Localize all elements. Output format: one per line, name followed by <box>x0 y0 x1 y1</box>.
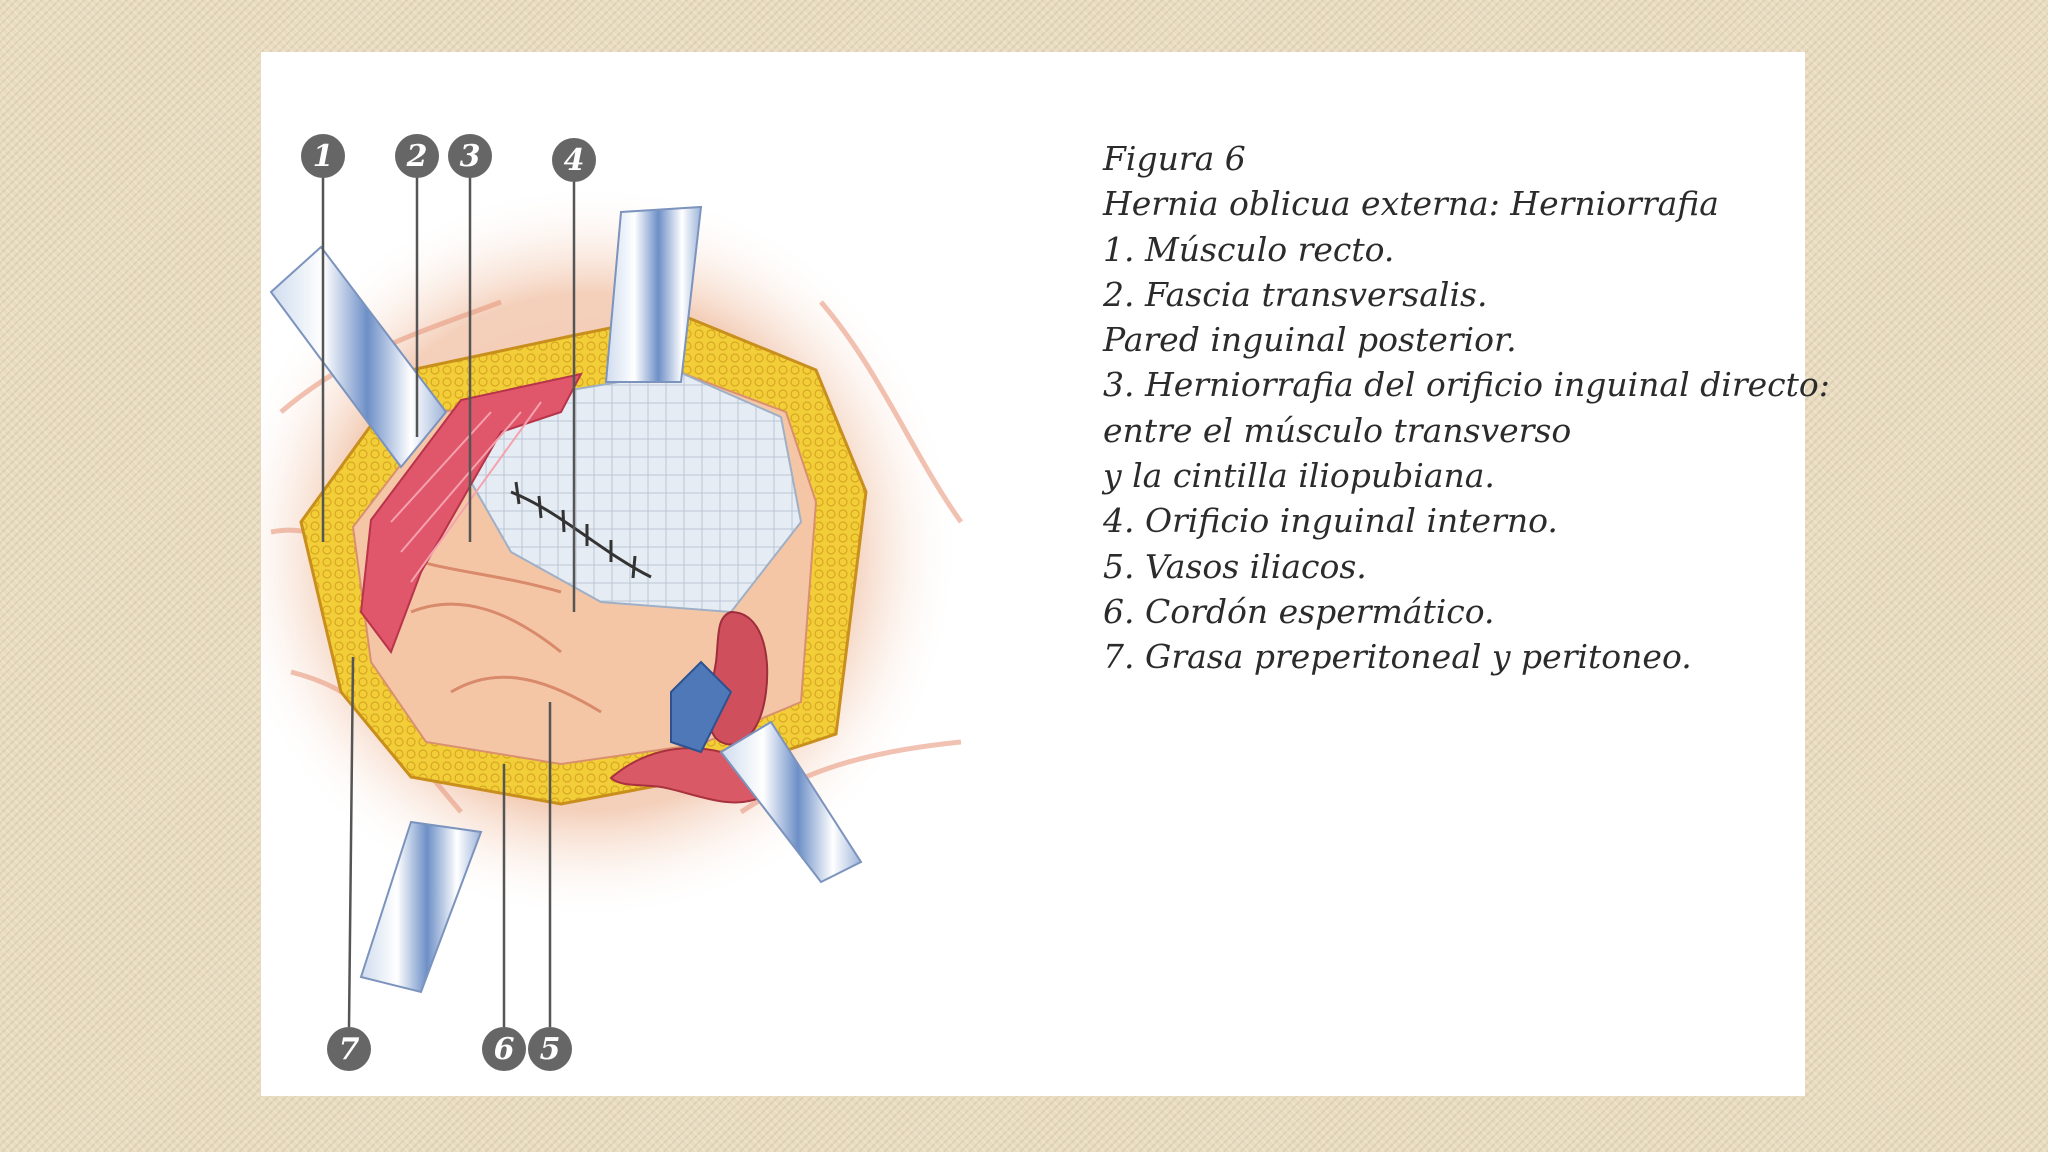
marker-6: 6 <box>482 1027 526 1071</box>
iliac-vessels <box>670 660 733 754</box>
marker-5: 5 <box>528 1027 572 1071</box>
marker-6-label: 6 <box>494 1032 515 1067</box>
marker-1-label: 1 <box>313 139 334 174</box>
marker-1: 1 <box>301 134 345 178</box>
caption-figure-number: Figura 6 <box>1103 139 1246 178</box>
caption-item-3: 3. Herniorrafia del orificio inguinal di… <box>1103 365 1830 405</box>
marker-7: 7 <box>327 1027 371 1071</box>
caption-item-6: 6. Cordón espermático. <box>1103 591 1495 631</box>
caption-title: Hernia oblicua externa: Herniorrafia <box>1103 184 1719 224</box>
rectus-fibers <box>390 401 542 583</box>
retractor-upper-center <box>604 205 703 383</box>
marker-2: 2 <box>395 134 439 178</box>
marker-3-label: 3 <box>460 139 481 174</box>
caption-item-7: 7. Grasa preperitoneal y peritoneo. <box>1103 637 1692 677</box>
marker-2-label: 2 <box>406 139 428 174</box>
slide-panel: 1 2 3 4 5 6 7 Figura 6 Hernia oblicua ex… <box>261 52 1830 1096</box>
hernia-illustration: 1 2 3 4 5 6 7 <box>261 134 964 1071</box>
retractor-lower-right <box>719 720 863 884</box>
figure-caption: Figura 6 Hernia oblicua externa: Hernior… <box>1103 136 1830 680</box>
caption-item-2: 2. Fascia transversalis. <box>1103 274 1488 314</box>
marker-7-label: 7 <box>339 1032 360 1067</box>
retractor-lower-left <box>359 820 483 994</box>
caption-item-3-continued-a: entre el músculo transverso <box>1103 410 1572 450</box>
caption-item-4: 4. Orificio inguinal interno. <box>1103 501 1558 541</box>
internal-ring-vessel <box>708 610 769 746</box>
marker-4-label: 4 <box>564 143 585 178</box>
caption-item-3-continued-b: y la cintilla iliopubiana. <box>1103 456 1495 496</box>
marker-5-label: 5 <box>540 1032 561 1067</box>
caption-item-5: 5. Vasos iliacos. <box>1103 546 1367 586</box>
marker-4: 4 <box>552 138 596 182</box>
leader-lines <box>321 176 576 1028</box>
marker-3: 3 <box>448 134 492 178</box>
caption-item-1: 1. Músculo recto. <box>1103 229 1395 269</box>
caption-item-2-continued: Pared inguinal posterior. <box>1103 320 1517 360</box>
retractor-upper-left <box>269 245 448 469</box>
rectus-muscle <box>359 372 583 655</box>
suture-stitches <box>514 481 637 579</box>
